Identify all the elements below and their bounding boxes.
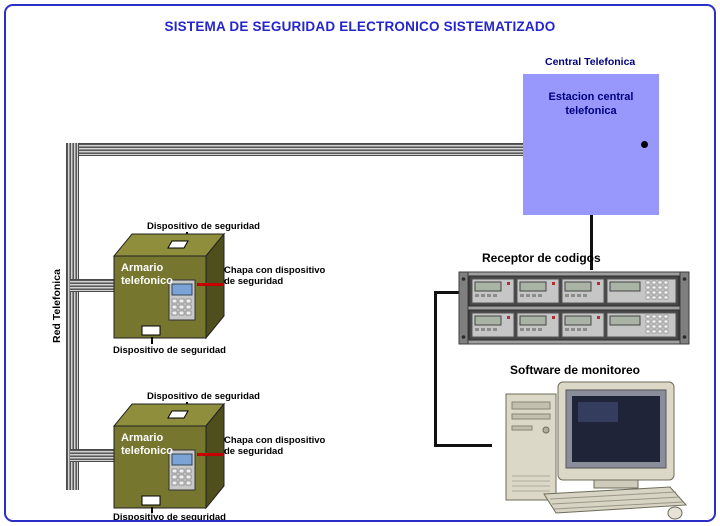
receiver-wire-vertical xyxy=(434,291,437,447)
cabinet2-bottom-security-device xyxy=(141,495,161,506)
cabinet1-lock-label: Chapa con dispositivo de seguridad xyxy=(224,265,326,287)
cabinet2-lock-pointer-line xyxy=(197,453,224,456)
monitoring-label: Software de monitoreo xyxy=(510,363,641,377)
central-to-receiver-wire xyxy=(590,215,593,270)
cabinet2-bottom-device-label: Dispositivo de seguridad xyxy=(113,512,226,523)
cabinet1-bottom-device-label: Dispositivo de seguridad xyxy=(113,345,226,356)
computer-mouse xyxy=(667,506,683,520)
central-office-text: Estacion central telefonica xyxy=(548,91,634,118)
cabinet1-bottom-security-device xyxy=(141,325,161,336)
cabinet1-name: Armario telefonico xyxy=(121,262,173,288)
cabinet2-keypad-lock xyxy=(168,449,196,491)
receiver-wire-to-computer xyxy=(434,444,492,447)
cabinet2-illustration xyxy=(112,402,226,510)
telephone-cable-horizontal xyxy=(66,143,523,156)
indicator-dot xyxy=(641,141,648,148)
cabinet2-bottom-pointer-line xyxy=(151,507,153,513)
receiver-illustration xyxy=(458,271,690,345)
telephone-cable-branch-1 xyxy=(70,279,118,292)
telephone-cable-branch-2 xyxy=(70,449,118,462)
cabinet1-bottom-pointer-line xyxy=(151,337,153,344)
cabinet1-top-device-label: Dispositivo de seguridad xyxy=(147,221,260,232)
cabinet2-lock-label: Chapa con dispositivo de seguridad xyxy=(224,435,326,457)
central-office-box: Estacion central telefonica xyxy=(523,74,659,215)
cabinet1-top-security-device xyxy=(167,240,189,249)
central-office-label: Central Telefonica xyxy=(545,56,636,68)
telephone-cable-vertical xyxy=(66,143,79,490)
computer-tower xyxy=(505,393,557,501)
computer-illustration xyxy=(505,381,688,520)
cabinet2-top-security-device xyxy=(167,410,189,419)
cabinet2-top-device-label: Dispositivo de seguridad xyxy=(147,391,260,402)
computer-keyboard xyxy=(543,486,688,514)
cabinet2-name: Armario telefonico xyxy=(121,432,173,458)
cabinet1-keypad-lock xyxy=(168,279,196,321)
page-title: SISTEMA DE SEGURIDAD ELECTRONICO SISTEMA… xyxy=(164,19,556,34)
receiver-wire-top xyxy=(434,291,461,294)
cabinet1-lock-pointer-line xyxy=(197,283,224,286)
computer-monitor xyxy=(557,381,675,489)
network-label: Red Telefonica xyxy=(51,269,63,343)
cabinet1-illustration xyxy=(112,232,226,340)
receiver-label: Receptor de codigos xyxy=(482,251,601,265)
